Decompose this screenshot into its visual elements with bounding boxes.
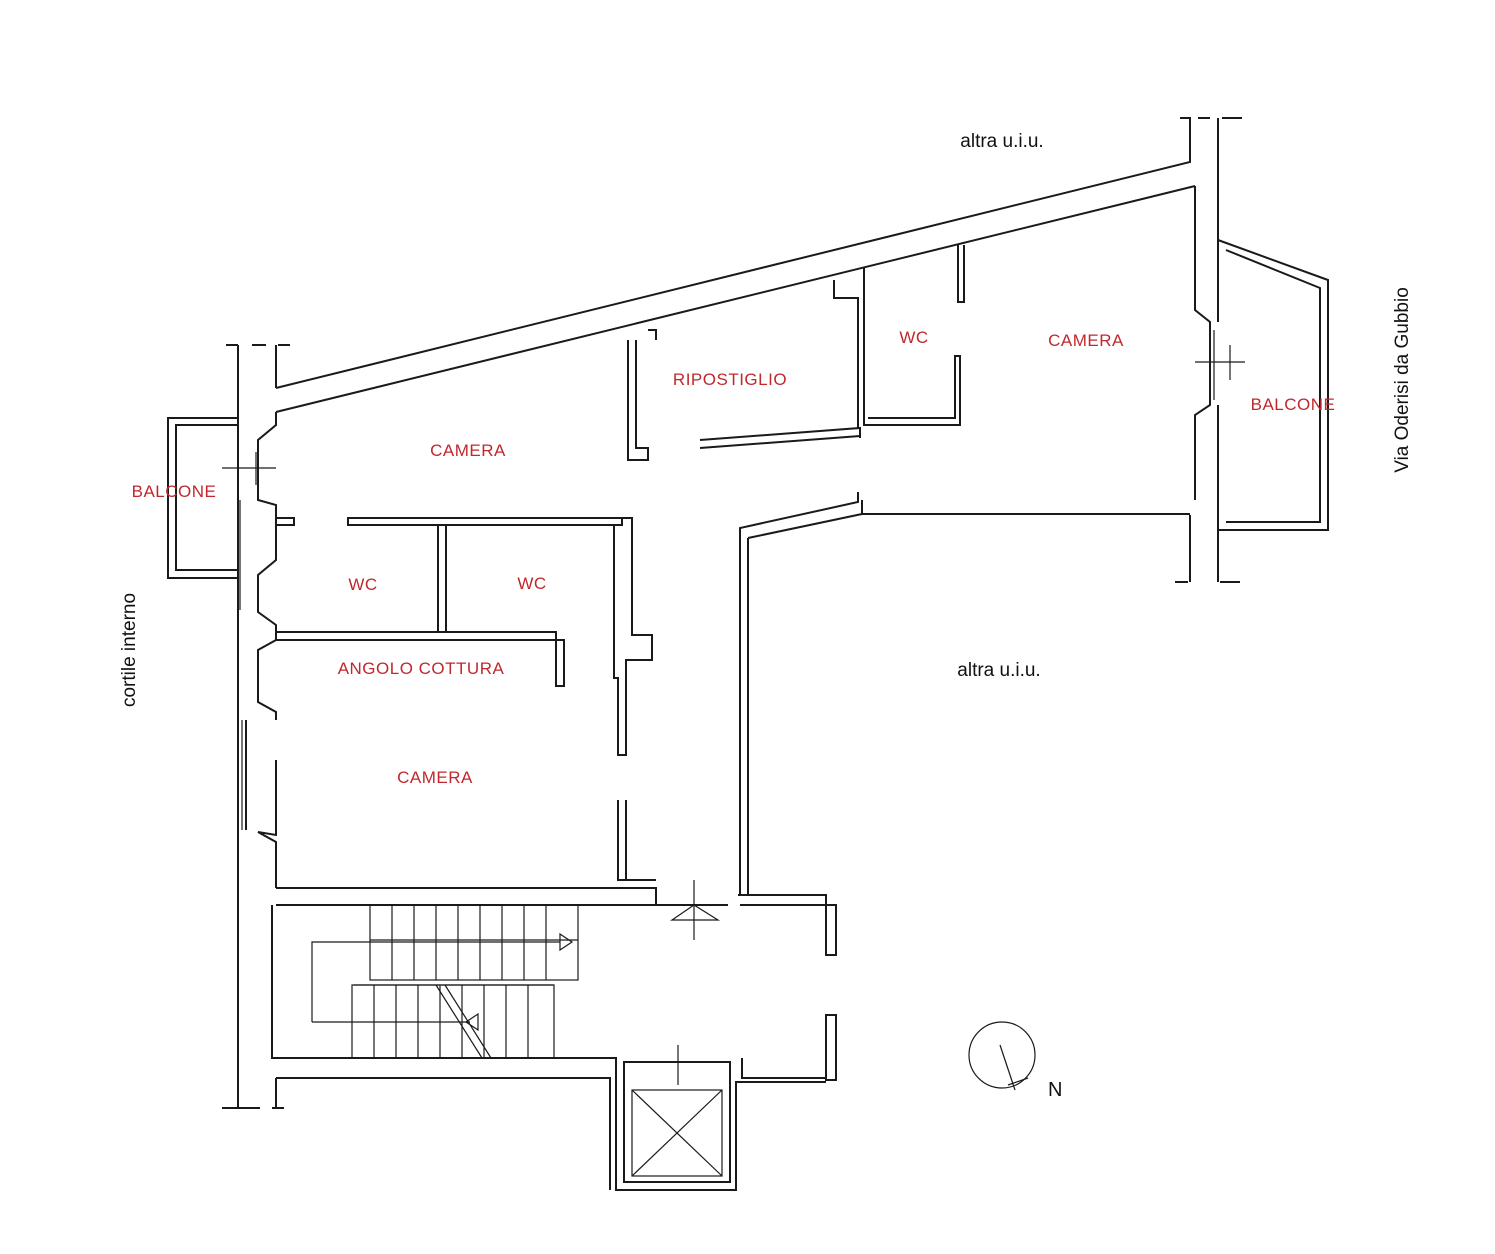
street-label: Via Oderisi da Gubbio [1392, 287, 1413, 473]
room-label: CAMERA [397, 768, 473, 787]
interior-walls [271, 245, 1190, 1191]
exterior-walls [167, 117, 1329, 1109]
lift-shaft-icon [631, 1089, 723, 1177]
room-labels: CAMERA RIPOSTIGLIO WC CAMERA BALCONE BAL… [132, 328, 1336, 787]
room-label: CAMERA [430, 441, 506, 460]
room-label: BALCONE [132, 482, 217, 501]
room-label: WC [517, 574, 546, 593]
room-label: CAMERA [1048, 331, 1124, 350]
room-label: RIPOSTIGLIO [673, 370, 787, 389]
room-label: WC [348, 575, 377, 594]
openings [222, 330, 1245, 1085]
room-label: ANGOLO COTTURA [338, 659, 505, 678]
neighbour-unit-label-top: altra u.i.u. [960, 131, 1043, 152]
context-labels: altra u.i.u. altra u.i.u. cortile intern… [119, 131, 1413, 1101]
staircase-icon [311, 904, 579, 1059]
room-label: WC [899, 328, 928, 347]
room-label: BALCONE [1251, 395, 1336, 414]
neighbour-unit-label-right: altra u.i.u. [957, 660, 1040, 681]
courtyard-label: cortile interno [119, 593, 140, 707]
north-label: N [1048, 1079, 1062, 1101]
compass-north-icon [968, 1021, 1036, 1091]
